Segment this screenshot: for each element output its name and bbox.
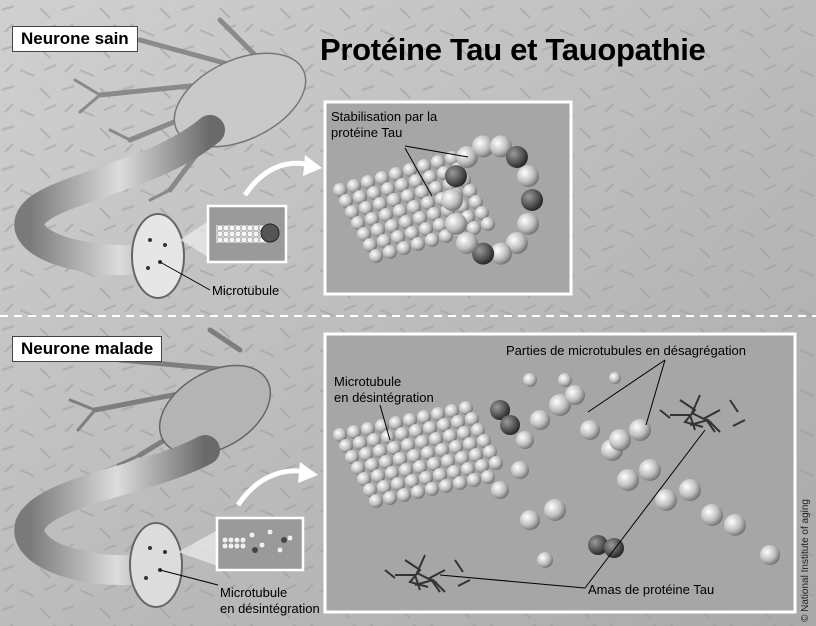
diseased-neuron-heading: Neurone malade — [12, 336, 162, 362]
tubulin-sphere — [425, 233, 439, 247]
tubulin-sphere — [617, 469, 639, 491]
tubulin-sphere — [580, 420, 600, 440]
tubulin-sphere — [383, 245, 397, 259]
tubulin-sphere — [369, 494, 383, 508]
tubulin-sphere — [500, 415, 520, 435]
tau-clump-label: Amas de protéine Tau — [588, 582, 714, 598]
tubulin-sphere — [481, 217, 495, 231]
tubulin-sphere — [558, 373, 572, 387]
tubulin-sphere — [609, 372, 621, 384]
tubulin-sphere — [467, 473, 481, 487]
tubulin-sphere — [517, 165, 539, 187]
tubulin-sphere — [516, 431, 534, 449]
tubulin-sphere — [411, 485, 425, 499]
disaggregation-label: Parties de microtubules en désagrégation — [506, 343, 746, 359]
tubulin-sphere — [441, 189, 463, 211]
tubulin-sphere — [609, 429, 631, 451]
tubulin-sphere — [544, 499, 566, 521]
tubulin-sphere — [760, 545, 780, 565]
tubulin-sphere — [724, 514, 746, 536]
tubulin-sphere — [521, 189, 543, 211]
tubulin-sphere — [565, 385, 585, 405]
zoom-disintegration-line1: Microtubule — [334, 374, 434, 390]
zoom-disintegration-label: Microtubule en désintégration — [334, 374, 434, 406]
tubulin-sphere — [439, 479, 453, 493]
tubulin-sphere — [530, 410, 550, 430]
tubulin-sphere — [411, 237, 425, 251]
tubulin-sphere — [397, 241, 411, 255]
tubulin-sphere — [639, 459, 661, 481]
healthy-neuron-heading: Neurone sain — [12, 26, 138, 52]
tubulin-sphere — [537, 552, 553, 568]
microtubule-label: Microtubule — [212, 283, 279, 299]
disintegrating-microtubule-line1: Microtubule — [220, 585, 320, 601]
tubulin-sphere — [489, 456, 503, 470]
stabilization-label: Stabilisation par la protéine Tau — [331, 109, 437, 141]
tubulin-sphere — [425, 482, 439, 496]
tubulin-sphere — [523, 373, 537, 387]
page-title: Protéine Tau et Tauopathie — [320, 32, 705, 68]
tubulin-sphere — [445, 165, 467, 187]
tubulin-sphere — [679, 479, 701, 501]
disintegrating-microtubule-line2: en désintégration — [220, 601, 320, 617]
credit-text: © National Institute of aging — [800, 499, 811, 622]
stabilization-label-line2: protéine Tau — [331, 125, 437, 141]
tubulin-sphere — [453, 476, 467, 490]
tubulin-sphere — [629, 419, 651, 441]
tubulin-sphere — [701, 504, 723, 526]
tubulin-sphere — [383, 491, 397, 505]
disintegrating-microtubule-label: Microtubule en désintégration — [220, 585, 320, 617]
tubulin-sphere — [517, 213, 539, 235]
tubulin-sphere — [511, 461, 529, 479]
tubulin-sphere — [520, 510, 540, 530]
tubulin-sphere — [481, 470, 495, 484]
tubulin-sphere — [506, 146, 528, 168]
tubulin-sphere — [491, 481, 509, 499]
stabilization-label-line1: Stabilisation par la — [331, 109, 437, 125]
tubulin-sphere — [397, 488, 411, 502]
tubulin-sphere — [445, 213, 467, 235]
zoom-disintegration-line2: en désintégration — [334, 390, 434, 406]
tubulin-sphere — [456, 232, 478, 254]
tubulin-sphere — [369, 249, 383, 263]
